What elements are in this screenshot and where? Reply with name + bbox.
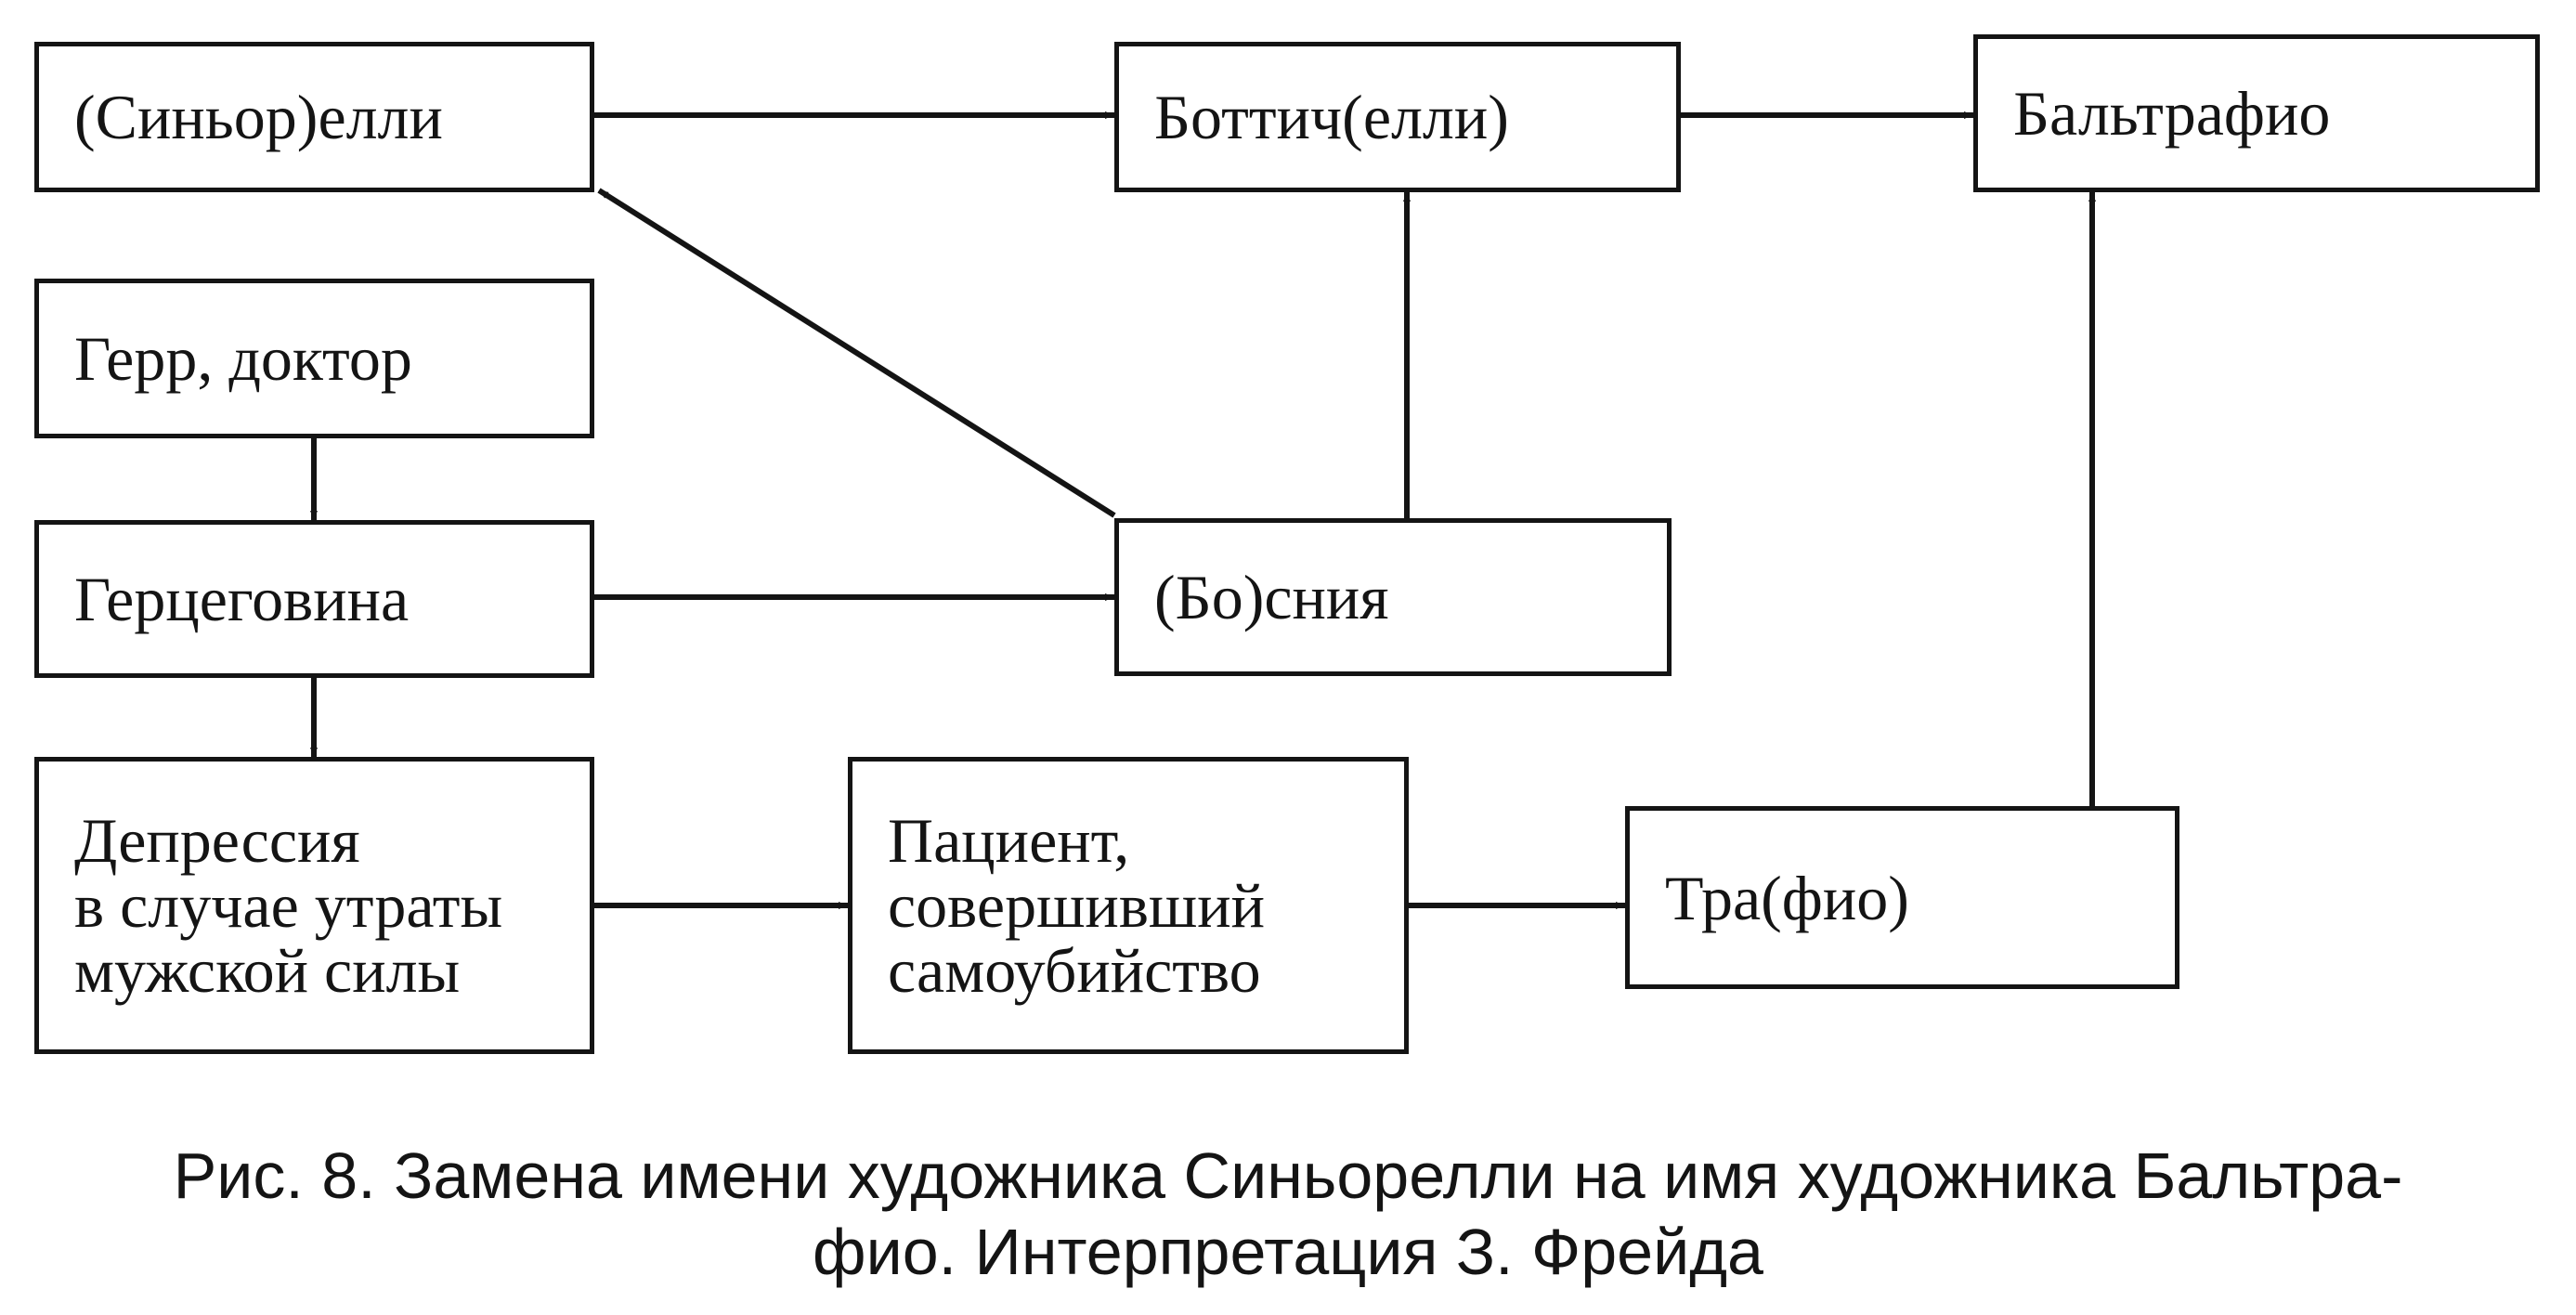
box-signorelli-text: (Синьор)елли	[74, 82, 443, 152]
box-patient-line-1: Пациент,	[888, 805, 1130, 876]
box-herzegovina-text: Герцеговина	[74, 564, 410, 634]
box-botticelli-text: Боттич(елли)	[1154, 82, 1509, 152]
box-bosnia-text: (Бо)сния	[1154, 562, 1389, 632]
box-depression: Депрессия в случае утраты мужской силы	[34, 757, 594, 1054]
figure-caption: Рис. 8. Замена имени художника Синьорелл…	[0, 1138, 2576, 1290]
box-boltraffio: Бальтрафио	[1973, 34, 2540, 192]
box-botticelli: Боттич(елли)	[1114, 42, 1681, 192]
box-depression-line-1: Депрессия	[74, 805, 360, 876]
box-trafoi-text: Тра(фио)	[1665, 862, 1909, 933]
box-herzegovina: Герцеговина	[34, 520, 594, 678]
box-bosnia: (Бо)сния	[1114, 518, 1672, 676]
box-patient-line-2: совершивший	[888, 870, 1266, 941]
arrow-bosnia-to-signorelli	[597, 188, 1116, 518]
box-depression-line-3: мужской силы	[74, 935, 461, 1006]
caption-line-1: Рис. 8. Замена имени художника Синьорелл…	[173, 1139, 2403, 1212]
caption-line-2: фио. Интерпретация З. Фрейда	[813, 1216, 1763, 1288]
box-herr-doktor: Герр, доктор	[34, 279, 594, 438]
box-boltraffio-text: Бальтрафио	[2013, 78, 2331, 149]
box-patient: Пациент, совершивший самоубийство	[848, 757, 1409, 1054]
box-depression-line-2: в случае утраты	[74, 870, 503, 941]
box-patient-line-3: самоубийство	[888, 935, 1261, 1006]
box-herr-doktor-text: Герр, доктор	[74, 323, 412, 394]
box-signorelli: (Синьор)елли	[34, 42, 594, 192]
box-trafoi: Тра(фио)	[1625, 806, 2179, 989]
